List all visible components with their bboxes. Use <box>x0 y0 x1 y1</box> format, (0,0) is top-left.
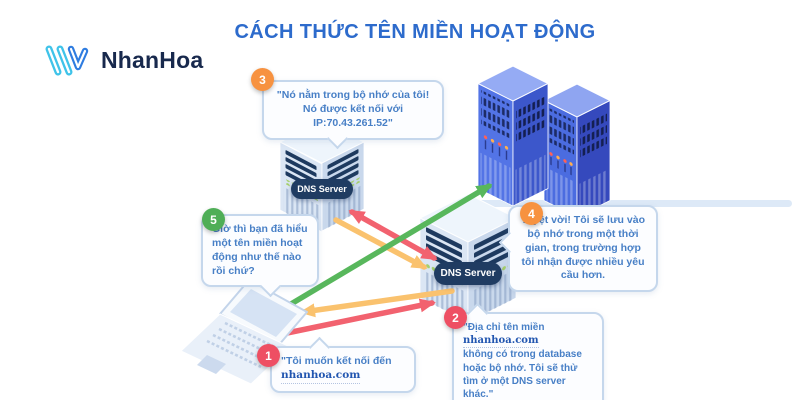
step-badge-1: 1 <box>257 344 280 367</box>
arrow-laptop-to-root-servers <box>288 183 493 307</box>
bubble-text: Tuyệt vời! Tôi sẽ lưu vào bộ nhớ trong m… <box>521 214 645 282</box>
speech-bubble-step-2: "Địa chỉ tên miền nhanhoa.com không có t… <box>452 302 604 400</box>
arrow-dns-to-dns-response <box>333 217 428 270</box>
domain-link-text: nhanhoa.com <box>281 369 361 384</box>
dns-server-middle-label: DNS Server <box>434 262 502 285</box>
logo: NhanHoa <box>42 40 203 80</box>
bubble-text: "Địa chỉ tên miền <box>463 322 545 333</box>
building-tower-right <box>542 83 612 218</box>
arrow-dns-to-dns-lookup <box>348 209 438 261</box>
speech-bubble-step-4: Tuyệt vời! Tôi sẽ lưu vào bộ nhớ trong m… <box>498 205 658 293</box>
bubble-text: "Tôi muốn kết nối đến <box>281 355 392 367</box>
bubble-text: Giờ thì bạn đã hiểu một tên miền hoạt độ… <box>212 223 308 277</box>
bubble-text: "Nó nằm trong bộ nhớ của tôi! Nó được kế… <box>276 89 430 129</box>
step-badge-2: 2 <box>444 306 467 329</box>
logo-icon <box>45 45 89 76</box>
arrow-dns-response-to-laptop <box>299 288 455 318</box>
bubble-text: " <box>387 116 393 129</box>
domain-link-text: nhanhoa.com <box>463 334 539 349</box>
root-server-buildings <box>476 65 612 218</box>
page-title: CÁCH THỨC TÊN MIỀN HOẠT ĐỘNG <box>234 21 596 43</box>
step-badge-3: 3 <box>251 68 274 91</box>
step-badge-4: 4 <box>520 202 543 225</box>
speech-bubble-step-1: "Tôi muốn kết nối đến nhanhoa.com <box>270 336 416 393</box>
ip-address-text: 70.43.261.52 <box>326 116 388 129</box>
speech-bubble-step-3: "Nó nằm trong bộ nhớ của tôi! Nó được kế… <box>262 80 444 150</box>
logo-text: NhanHoa <box>101 46 204 73</box>
bubble-text: không có trong database hoặc bộ nhớ. Tôi… <box>463 349 582 400</box>
dns-server-left-label: DNS Server <box>291 179 353 199</box>
arrow-layer <box>284 183 493 336</box>
laptop-illustration <box>180 279 308 385</box>
arrow-laptop-query-to-dns <box>284 298 436 336</box>
step-badge-5: 5 <box>202 208 225 231</box>
